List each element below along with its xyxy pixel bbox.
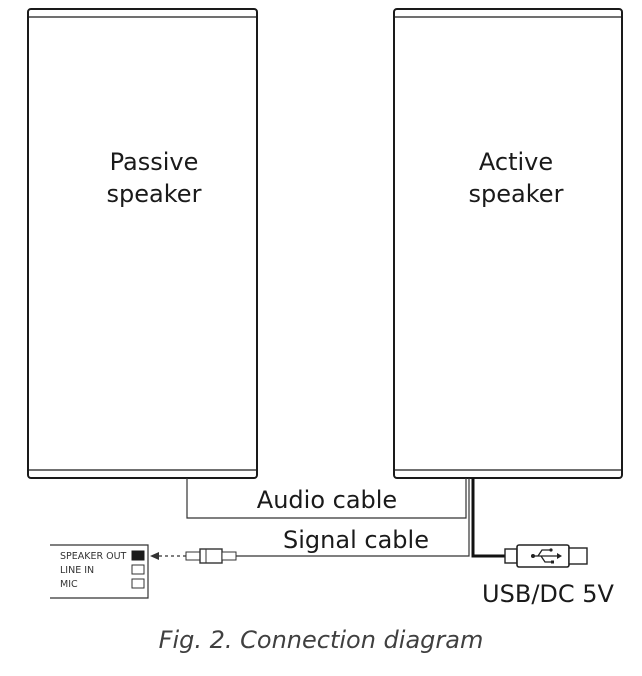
passive-speaker-label-line2: speaker — [107, 180, 202, 208]
input-panel: SPEAKER OUT LINE IN MIC — [50, 544, 149, 599]
passive-speaker-label-line1: Passive — [110, 148, 199, 176]
line-in-label: LINE IN — [60, 565, 94, 576]
input-panel-outline — [50, 544, 149, 599]
audio-cable — [186, 478, 467, 519]
audio-cable-label: Audio cable — [257, 486, 397, 514]
signal-cable-label: Signal cable — [283, 526, 429, 554]
usb-connector-icon — [504, 544, 588, 568]
speaker-out-label: SPEAKER OUT — [60, 551, 127, 562]
arrowhead-icon — [150, 552, 159, 560]
mic-port — [131, 578, 145, 589]
usb-symbol-icon — [531, 548, 562, 564]
active-speaker-label-line1: Active — [479, 148, 553, 176]
signal-cable — [236, 478, 470, 557]
jack-plug-icon — [185, 548, 237, 564]
passive-speaker-body — [27, 8, 258, 479]
line-in-port — [131, 564, 145, 575]
mic-label: MIC — [60, 579, 78, 590]
passive-speaker: Passive speaker — [27, 8, 258, 479]
power-cable — [471, 478, 505, 558]
active-speaker-body — [393, 8, 623, 479]
active-speaker-label-line2: speaker — [469, 180, 564, 208]
figure-caption: Fig. 2. Connection diagram — [158, 626, 484, 654]
usb-dc-label: USB/DC 5V — [482, 580, 614, 608]
active-speaker: Active speaker — [393, 8, 623, 479]
speaker-out-port — [131, 550, 145, 561]
